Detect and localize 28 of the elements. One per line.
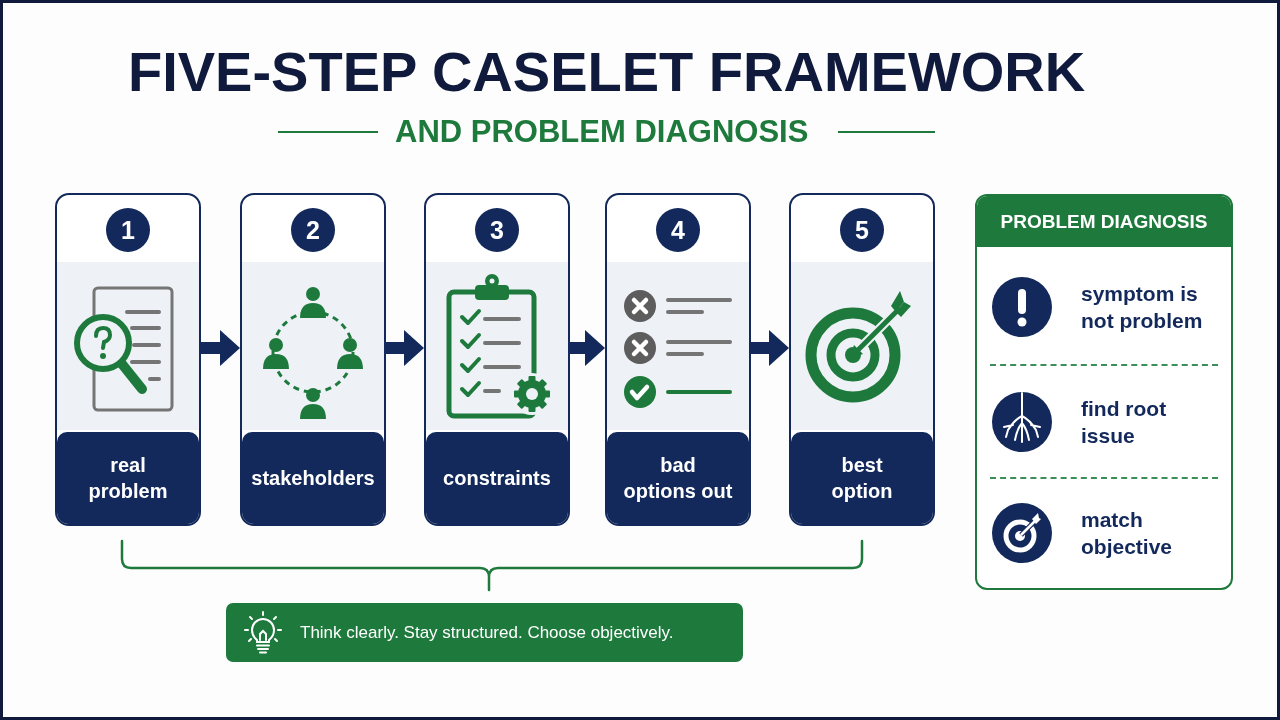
diagnosis-panel bbox=[975, 194, 1233, 590]
step-number: 4 bbox=[656, 208, 700, 252]
tip-banner bbox=[226, 603, 743, 662]
step-card bbox=[55, 193, 201, 526]
arrow bbox=[201, 330, 240, 366]
tip-text: Think clearly. Stay structured. Choose objectively. bbox=[300, 622, 674, 643]
diagnosis-point: find root issue bbox=[1081, 395, 1168, 449]
step-number: 5 bbox=[840, 208, 884, 252]
step-label: stakeholders bbox=[251, 466, 375, 491]
panel-title: PROBLEM DIAGNOSIS bbox=[1000, 210, 1208, 233]
step-label: best option bbox=[830, 453, 894, 504]
subtitle: AND PROBLEM DIAGNOSIS bbox=[395, 116, 809, 147]
diagnosis-point: symptom is not problem bbox=[1081, 280, 1204, 334]
step-card bbox=[605, 193, 751, 526]
diagnosis-point: match objective bbox=[1081, 506, 1174, 560]
title: FIVE-STEP CASELET FRAMEWORK bbox=[128, 44, 1086, 100]
step-label: bad options out bbox=[622, 453, 734, 504]
step-card bbox=[424, 193, 570, 526]
step-number: 2 bbox=[291, 208, 335, 252]
step-card bbox=[789, 193, 935, 526]
step-label: real problem bbox=[87, 453, 169, 504]
arrow bbox=[570, 330, 605, 366]
step-card bbox=[240, 193, 386, 526]
step-label: constraints bbox=[443, 466, 551, 491]
arrow bbox=[386, 330, 424, 366]
step-number: 3 bbox=[475, 208, 519, 252]
arrow bbox=[751, 330, 789, 366]
step-number: 1 bbox=[106, 208, 150, 252]
